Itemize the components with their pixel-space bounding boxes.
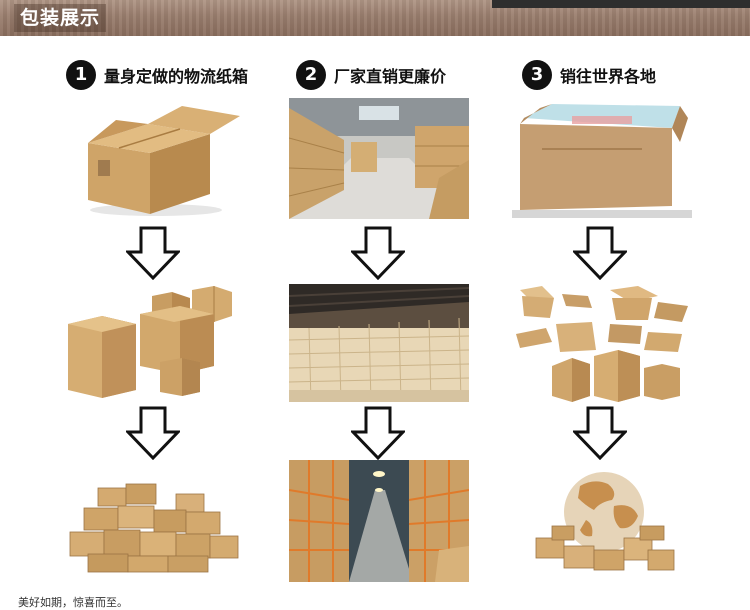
step-number-2-icon: 2 xyxy=(296,60,326,90)
down-arrow-icon xyxy=(351,406,405,460)
single-carton-photo xyxy=(64,98,242,220)
carton-pile-photo xyxy=(64,466,242,576)
warehouse-stacks-photo xyxy=(289,284,469,402)
multiple-cartons-photo xyxy=(64,284,242,398)
down-arrow-icon xyxy=(573,226,627,280)
warehouse-aisle-photo xyxy=(289,98,469,219)
step-header-2: 2 厂家直销更廉价 xyxy=(296,58,446,92)
down-arrow-icon xyxy=(351,226,405,280)
header-dark-strip xyxy=(492,0,750,8)
step-header-1: 1 量身定做的物流纸箱 xyxy=(66,58,248,92)
step-header-3: 3 销往世界各地 xyxy=(522,58,656,92)
page-title: 包装展示 xyxy=(14,4,107,32)
step-label-3: 销往世界各地 xyxy=(560,67,657,86)
step-number-1-icon: 1 xyxy=(66,60,96,90)
step-label-1: 量身定做的物流纸箱 xyxy=(104,67,249,86)
globe-cartons-photo xyxy=(528,466,678,576)
rack-warehouse-photo xyxy=(289,460,469,582)
footer-caption: 美好如期，惊喜而至。 xyxy=(18,596,128,609)
open-box-photo xyxy=(512,98,692,218)
step-number-3-icon: 3 xyxy=(522,60,552,90)
assorted-cartons-photo xyxy=(512,284,692,402)
step-label-2: 厂家直销更廉价 xyxy=(334,67,447,86)
down-arrow-icon xyxy=(573,406,627,460)
down-arrow-icon xyxy=(126,226,180,280)
down-arrow-icon xyxy=(126,406,180,460)
